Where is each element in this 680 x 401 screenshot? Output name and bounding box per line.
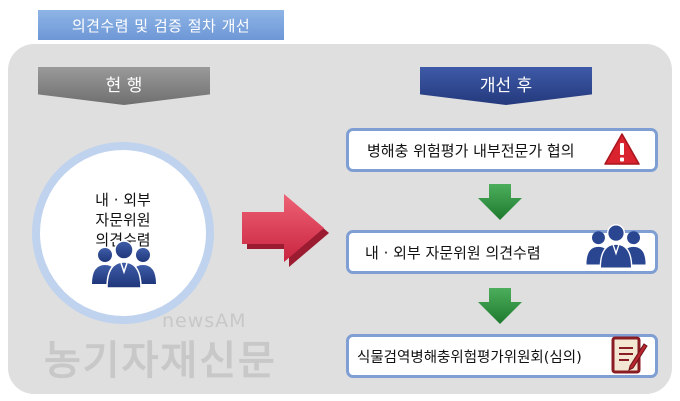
people-icon bbox=[92, 240, 156, 289]
down-arrow-1 bbox=[478, 184, 522, 220]
notepad-pen-icon bbox=[611, 336, 648, 374]
current-header-label: 현 행 bbox=[105, 75, 143, 96]
improved-header-label: 개선 후 bbox=[479, 75, 533, 96]
current-circle: 내 · 외부 자문위원 의견수렴 bbox=[32, 142, 214, 324]
transition-arrow bbox=[242, 194, 329, 267]
step-3-label: 식물검역병해충위험평가위원회(심의) bbox=[357, 349, 582, 366]
step-1-label: 병해충 위험평가 내부전문가 협의 bbox=[367, 141, 575, 160]
down-arrow-2 bbox=[478, 288, 522, 324]
current-line-3: 의견수렴 bbox=[95, 231, 151, 249]
warning-icon bbox=[604, 133, 640, 165]
current-text: 내 · 외부 자문위원 의견수렴 bbox=[40, 190, 206, 250]
title-tab: 의견수렴 및 검증 절차 개선 bbox=[38, 10, 284, 40]
current-line-1: 내 · 외부 bbox=[95, 191, 151, 209]
diagram-title: 의견수렴 및 검증 절차 개선 bbox=[71, 16, 251, 35]
current-line-2: 자문위원 bbox=[95, 211, 151, 229]
step-2-label: 내 · 외부 자문위원 의견수렴 bbox=[365, 243, 541, 262]
watermark-korean: 농기자재신문 bbox=[44, 338, 277, 384]
people-icon bbox=[586, 224, 646, 269]
watermark-latin: newsAM bbox=[162, 310, 247, 332]
step-box-3: 식물검역병해충위험평가위원회(심의) bbox=[346, 334, 658, 378]
